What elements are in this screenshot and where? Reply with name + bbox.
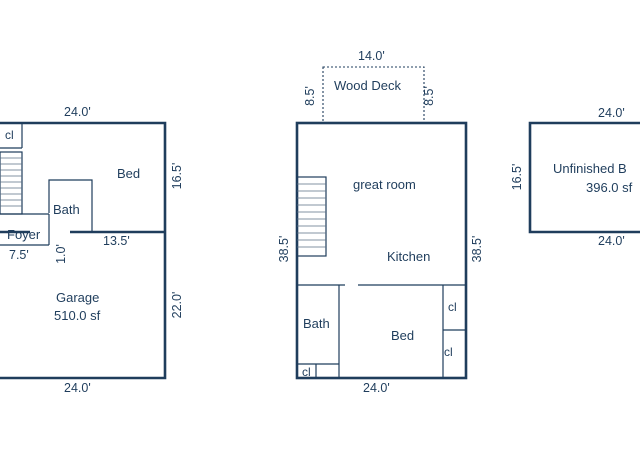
left-right-lower-dimension: 22.0' [170, 292, 184, 319]
left-bottom-dimension: 24.0' [64, 381, 91, 395]
middle-closet-2-label: cl [444, 345, 453, 359]
middle-plan-outer-wall [295, 121, 468, 380]
middle-closet-3-label: cl [302, 365, 311, 379]
wood-deck-outline [322, 66, 425, 124]
great-room-label: great room [353, 177, 416, 192]
left-mid-left-dimension: 7.5' [9, 248, 29, 262]
left-top-dimension: 24.0' [64, 105, 91, 119]
middle-left-dimension: 38.5' [277, 236, 291, 263]
deck-right-dimension: 8.5' [422, 86, 436, 106]
left-floor-plan: cl Bed Bath Foyer Garage 510.0 sf 24.0' … [0, 105, 184, 395]
middle-stairs [296, 176, 327, 257]
middle-right-dimension: 38.5' [470, 236, 484, 263]
middle-bed-label: Bed [391, 328, 414, 343]
middle-floor-plan: Wood Deck 14.0' 8.5' 8.5' great room Kit… [277, 49, 484, 395]
kitchen-label: Kitchen [387, 249, 430, 264]
right-bottom-dimension: 24.0' [598, 234, 625, 248]
left-plan-outer-wall [0, 121, 167, 380]
deck-left-dimension: 8.5' [303, 86, 317, 106]
right-top-dimension: 24.0' [598, 106, 625, 120]
left-bed-label: Bed [117, 166, 140, 181]
left-stairs [0, 151, 23, 215]
left-bath-label: Bath [53, 202, 80, 217]
middle-bottom-dimension: 24.0' [363, 381, 390, 395]
garage-label: Garage [56, 290, 99, 305]
bath-wall [48, 179, 93, 232]
foyer-label: Foyer [7, 227, 41, 242]
unfinished-basement-area-label: 396.0 sf [586, 180, 633, 195]
left-closet-label: cl [5, 128, 14, 142]
middle-closet-1-label: cl [448, 300, 457, 314]
unfinished-basement-label: Unfinished B [553, 161, 627, 176]
deck-width-dimension: 14.0' [358, 49, 385, 63]
right-floor-plan: Unfinished B 396.0 sf 24.0' 16.5' 24.0' [510, 106, 640, 248]
middle-bath-label: Bath [303, 316, 330, 331]
right-plan-outer-wall [528, 121, 640, 234]
left-mid-right-dimension: 13.5' [103, 234, 130, 248]
right-left-dimension: 16.5' [510, 164, 524, 191]
left-right-upper-dimension: 16.5' [170, 163, 184, 190]
left-mid-vertical-dimension: 1.0' [54, 244, 68, 264]
garage-area-label: 510.0 sf [54, 308, 101, 323]
wood-deck-label: Wood Deck [334, 78, 401, 93]
